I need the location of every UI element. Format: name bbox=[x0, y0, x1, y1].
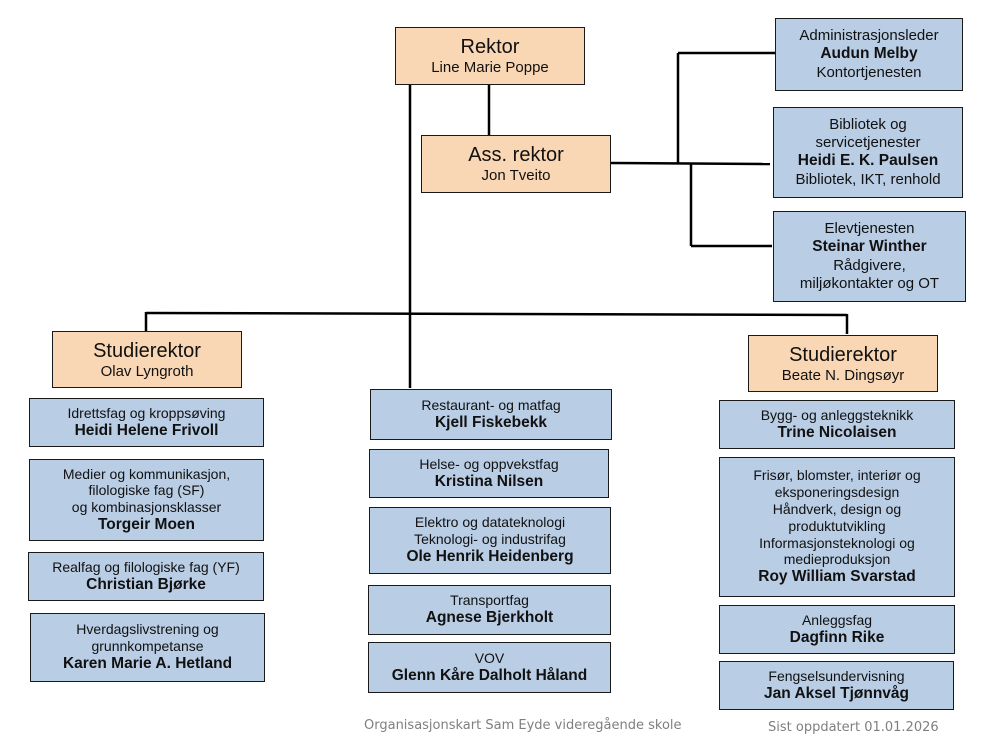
rektor-title: Rektor bbox=[460, 36, 520, 58]
unit-leader-name: Roy William Svarstad bbox=[758, 568, 916, 586]
studierektor-right-box: Studierektor Beate N. Dingsøyr bbox=[748, 335, 938, 392]
unit-leader-name: Ole Henrik Heidenberg bbox=[406, 548, 574, 565]
unit-leader-name: Trine Nicolaisen bbox=[777, 423, 897, 441]
studierektor-right-name: Beate N. Dingsøyr bbox=[781, 366, 905, 384]
unit-subject: Realfag og filologiske fag (YF) bbox=[52, 558, 240, 575]
unit-leader-name: Glenn Kåre Dalholt Håland bbox=[391, 666, 588, 684]
ass-rektor-title: Ass. rektor bbox=[468, 144, 564, 166]
connector-studierektor-bar bbox=[145, 311, 848, 317]
unit-subject: Transportfag bbox=[450, 592, 529, 609]
unit-box-anleggsfag: Anleggsfag Dagfinn Rike bbox=[719, 605, 955, 654]
unit-subject: grunnkompetanse bbox=[91, 638, 204, 655]
staff-area: Kontortjenesten bbox=[816, 63, 922, 81]
staff-name: Steinar Winther bbox=[812, 238, 927, 256]
staff-role: Administrasjonsleder bbox=[799, 27, 939, 45]
ass-rektor-box: Ass. rektor Jon Tveito bbox=[421, 135, 611, 193]
unit-subject: Medier og kommunikasjon, bbox=[62, 465, 231, 482]
staff-area: Rådgivere, bbox=[833, 256, 906, 274]
studierektor-left-box: Studierektor Olav Lyngroth bbox=[52, 331, 242, 388]
staff-area: Bibliotek, IKT, renhold bbox=[795, 170, 941, 188]
unit-subject: Frisør, blomster, interiør og bbox=[753, 467, 921, 484]
unit-box-fengsel: Fengselsundervisning Jan Aksel Tjønnvåg bbox=[719, 661, 954, 710]
unit-box-elektro: Elektro og datateknologi Teknologi- og i… bbox=[369, 507, 611, 574]
unit-leader-name: Torgeir Moen bbox=[97, 515, 196, 533]
rektor-box: Rektor Line Marie Poppe bbox=[395, 27, 585, 85]
unit-subject: Håndverk, design og bbox=[772, 500, 902, 517]
unit-leader-name: Karen Marie A. Hetland bbox=[62, 655, 233, 672]
unit-subject: Restaurant- og matfag bbox=[421, 396, 561, 413]
unit-leader-name: Kristina Nilsen bbox=[434, 472, 544, 490]
unit-box-restaurant: Restaurant- og matfag Kjell Fiskebekk bbox=[370, 389, 612, 440]
unit-box-frisor: Frisør, blomster, interiør og eksponerin… bbox=[719, 457, 955, 597]
unit-subject: Fengselsundervisning bbox=[768, 667, 905, 684]
unit-subject: Bygg- og anleggsteknikk bbox=[760, 406, 914, 423]
staff-box-administrasjon: Administrasjonsleder Audun Melby Kontort… bbox=[775, 18, 963, 91]
unit-subject: filologiske fag (SF) bbox=[88, 482, 205, 499]
unit-box-medier: Medier og kommunikasjon, filologiske fag… bbox=[29, 459, 264, 541]
staff-role: Elevtjenesten bbox=[824, 220, 915, 238]
footer-updated: Sist oppdatert 01.01.2026 bbox=[768, 720, 939, 735]
studierektor-right-title: Studierektor bbox=[789, 343, 897, 366]
unit-leader-name: Heidi Helene Frivoll bbox=[74, 421, 219, 439]
staff-role: Bibliotek og bbox=[829, 116, 907, 134]
unit-subject: Anleggsfag bbox=[801, 611, 873, 628]
unit-subject: eksponeringsdesign bbox=[774, 484, 900, 501]
unit-leader-name: Jan Aksel Tjønnvåg bbox=[764, 684, 909, 702]
unit-subject: og kombinasjonsklasser bbox=[71, 499, 222, 516]
studierektor-left-title: Studierektor bbox=[93, 339, 201, 362]
unit-box-idrettsfag: Idrettsfag og kroppsøving Heidi Helene F… bbox=[29, 398, 264, 447]
staff-box-elevtjenesten: Elevtjenesten Steinar Winther Rådgivere,… bbox=[773, 211, 966, 302]
ass-rektor-name: Jon Tveito bbox=[481, 167, 551, 184]
unit-subject: Idrettsfag og kroppsøving bbox=[67, 404, 226, 421]
unit-subject: VOV bbox=[474, 649, 505, 666]
staff-name: Heidi E. K. Paulsen bbox=[797, 152, 939, 170]
unit-box-transport: Transportfag Agnese Bjerkholt bbox=[368, 585, 611, 635]
unit-subject: Informasjonsteknologi og bbox=[759, 534, 915, 551]
unit-subject: Teknologi- og industrifag bbox=[414, 531, 566, 548]
unit-box-realfag: Realfag og filologiske fag (YF) Christia… bbox=[28, 552, 264, 601]
studierektor-left-name: Olav Lyngroth bbox=[100, 362, 194, 380]
unit-box-hverdagslivstrening: Hverdagslivstrening og grunnkompetanse K… bbox=[30, 613, 265, 682]
unit-leader-name: Dagfinn Rike bbox=[789, 628, 885, 646]
footer-title: Organisasjonskart Sam Eyde videregående … bbox=[364, 718, 682, 733]
staff-role: servicetjenester bbox=[815, 134, 921, 152]
staff-box-bibliotek: Bibliotek og servicetjenester Heidi E. K… bbox=[773, 107, 963, 198]
unit-box-bygg: Bygg- og anleggsteknikk Trine Nicolaisen bbox=[719, 400, 955, 449]
staff-area: miljøkontakter og OT bbox=[799, 274, 940, 292]
unit-box-vov: VOV Glenn Kåre Dalholt Håland bbox=[368, 642, 611, 693]
staff-name: Audun Melby bbox=[820, 45, 918, 63]
unit-leader-name: Kjell Fiskebekk bbox=[434, 413, 547, 431]
unit-box-helse: Helse- og oppvekstfag Kristina Nilsen bbox=[369, 449, 609, 498]
unit-subject: medieproduksjon bbox=[783, 551, 891, 568]
unit-leader-name: Agnese Bjerkholt bbox=[425, 609, 554, 627]
unit-subject: produktutvikling bbox=[788, 517, 886, 534]
rektor-name: Line Marie Poppe bbox=[431, 59, 549, 76]
unit-subject: Elektro og datateknologi bbox=[414, 514, 566, 531]
unit-subject: Helse- og oppvekstfag bbox=[419, 455, 559, 472]
unit-leader-name: Christian Bjørke bbox=[86, 575, 206, 593]
unit-subject: Hverdagslivstrening og bbox=[76, 621, 219, 638]
